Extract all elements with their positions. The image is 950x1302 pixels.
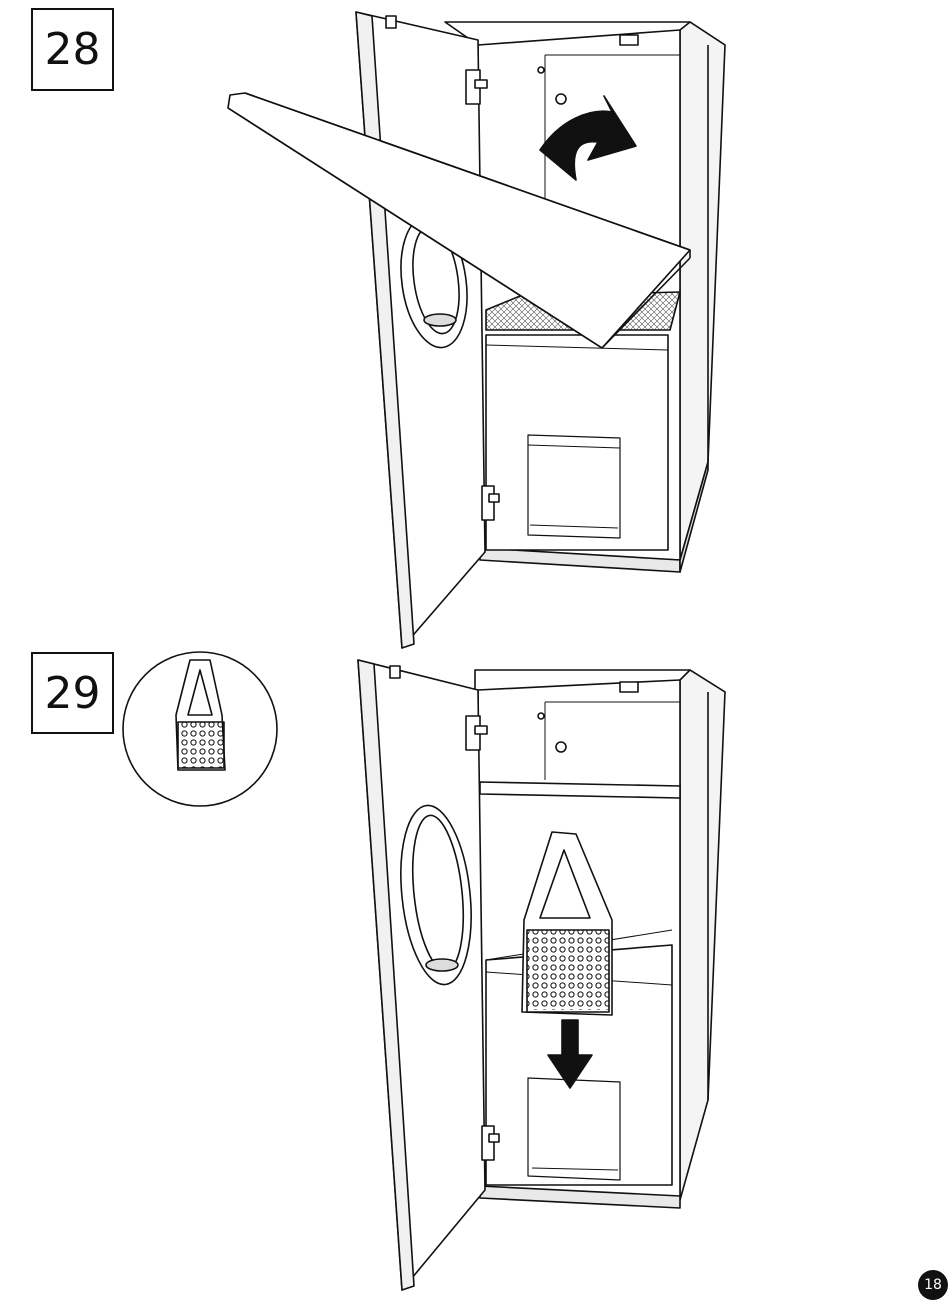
shelf-pin-hole: [556, 94, 566, 104]
hinge-bottom: [482, 486, 494, 520]
litter-box-flap: [528, 435, 620, 538]
step-28-illustration: [228, 12, 725, 648]
litter-box-flap-29: [528, 1078, 620, 1180]
step-29-illustration: [123, 652, 725, 1290]
